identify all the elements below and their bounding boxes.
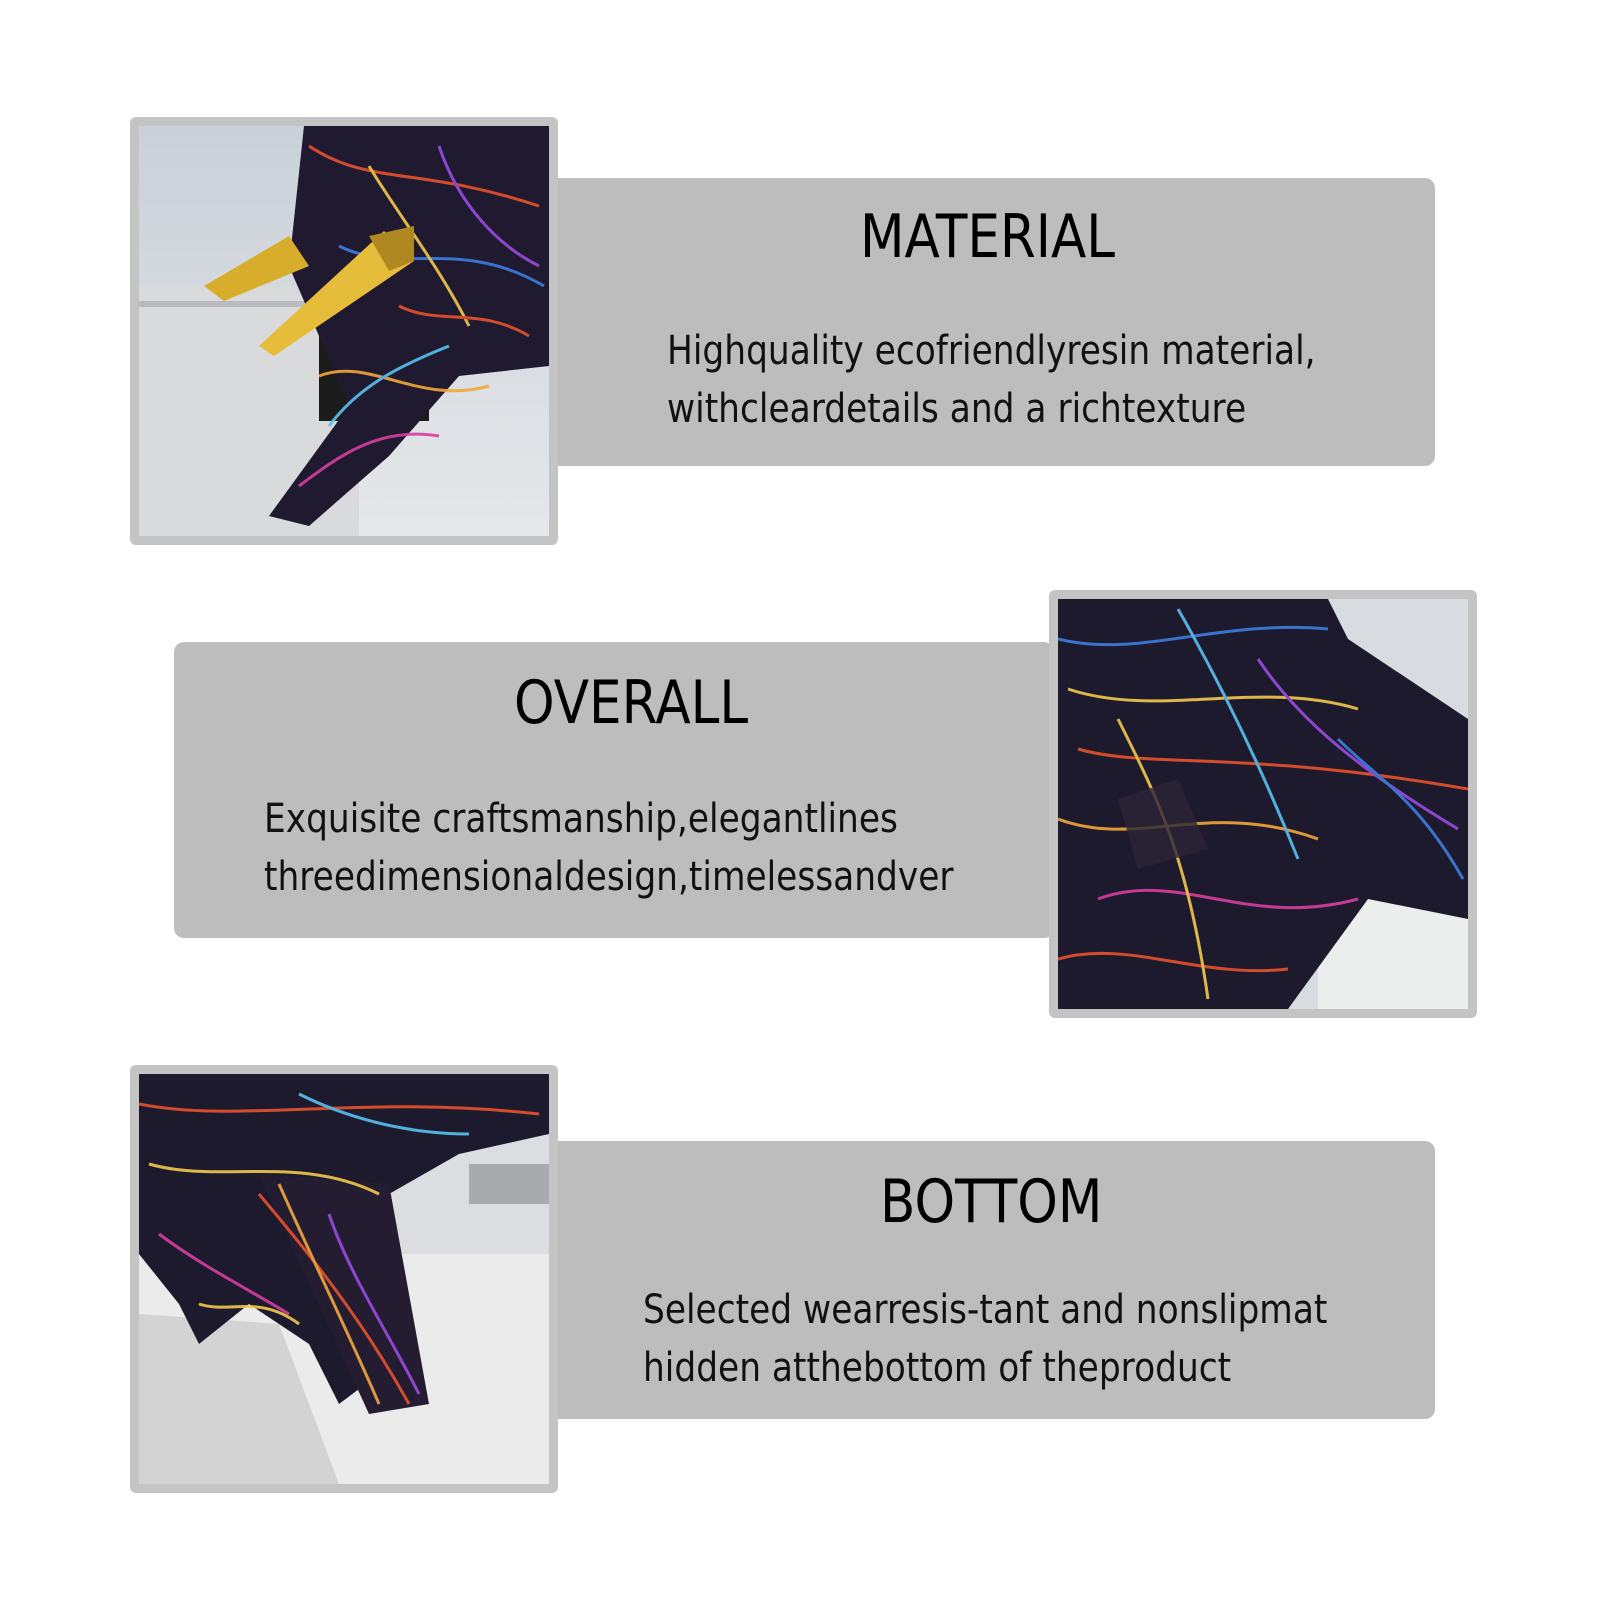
overall-title: OVERALL <box>514 668 749 738</box>
overall-line-1: Exquisite craftsmanship,elegantlines <box>264 796 898 842</box>
bottom-line-1: Selected wearresis-tant and nonslipmat <box>643 1287 1328 1333</box>
bottom-line-2: hidden atthebottom of theproduct <box>643 1345 1232 1391</box>
material-line-1: Highquality ecofriendlyresin material, <box>667 328 1316 374</box>
material-line-2: withcleardetails and a richtexture <box>667 386 1247 432</box>
material-photo <box>130 117 558 545</box>
bottom-photo <box>130 1065 558 1493</box>
overall-line-2: threedimensionaldesign,timelessandver <box>264 854 954 900</box>
material-title: MATERIAL <box>860 202 1116 272</box>
material-panel: MATERIAL Highquality ecofriendlyresin ma… <box>545 178 1435 466</box>
overall-panel: OVERALL Exquisite craftsmanship,elegantl… <box>174 642 1054 938</box>
bottom-panel: BOTTOM Selected wearresis-tant and nonsl… <box>545 1141 1435 1419</box>
bottom-title: BOTTOM <box>880 1167 1103 1237</box>
overall-photo <box>1049 590 1477 1018</box>
